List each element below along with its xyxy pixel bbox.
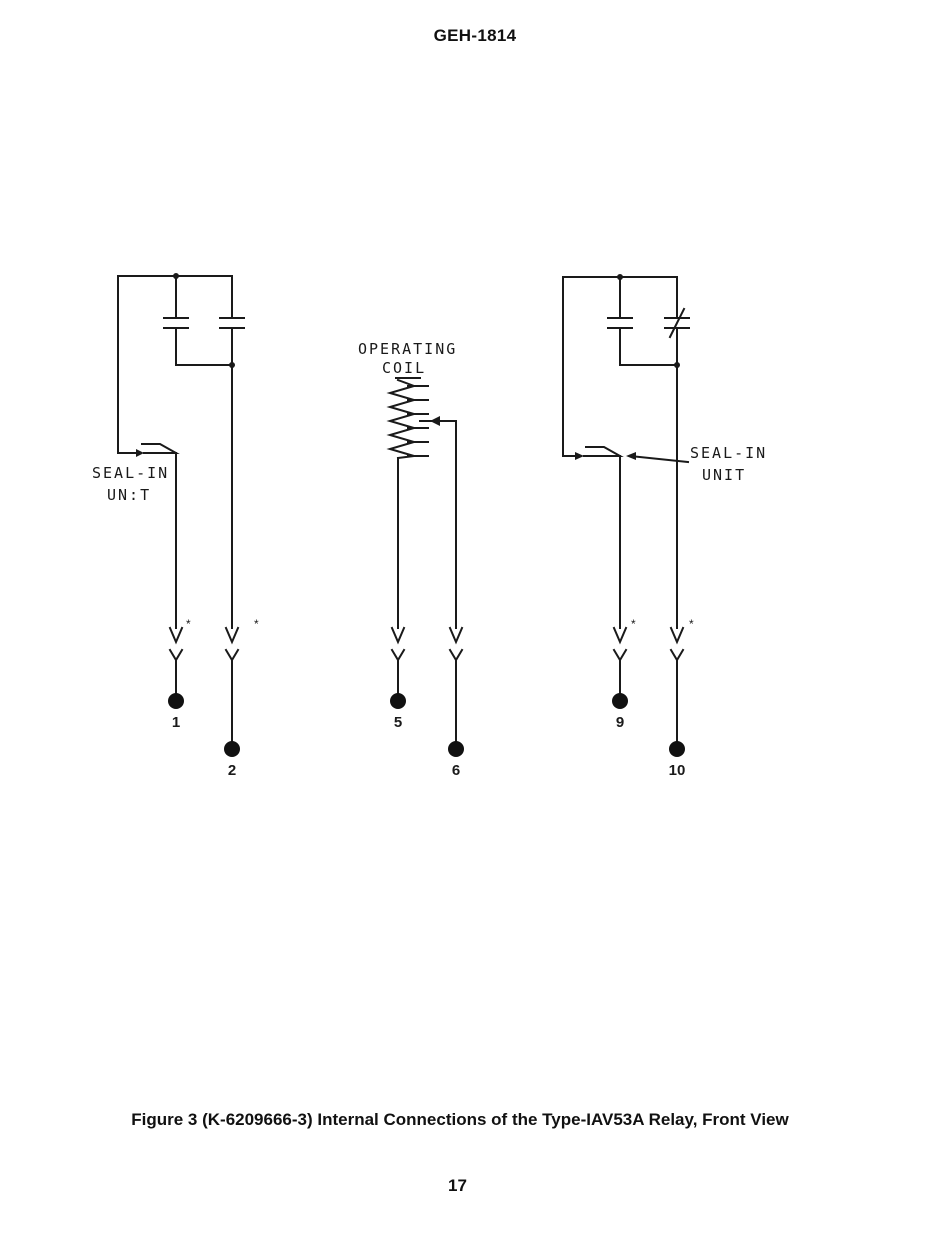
right-seal-in-label-line2: UNIT [702,466,746,484]
terminal-10-label: 10 [669,762,686,779]
right-plug-10 [671,628,683,742]
center-plug-5 [392,628,404,694]
right-seal-in-pointer [630,456,688,462]
center-plug-6 [450,628,462,742]
right-unit: * * 9 10 SEAL-IN UNIT [563,274,767,779]
terminal-2-dot [224,741,240,757]
operating-coil-winding [390,380,414,458]
terminal-9-marker: * [631,617,636,631]
terminal-9-dot [612,693,628,709]
center-unit: OPERATING COIL 5 6 [358,340,464,779]
left-plug-2 [226,628,238,742]
terminal-2-marker: * [254,617,259,631]
left-plug-1 [170,628,182,694]
terminal-9-label: 9 [616,714,624,731]
operating-coil-label-line2: COIL [382,359,426,377]
terminal-1-dot [168,693,184,709]
terminal-6-label: 6 [452,762,460,779]
operating-coil-label-line1: OPERATING [358,340,457,358]
terminal-1-marker: * [186,617,191,631]
terminal-5-dot [390,693,406,709]
left-seal-in-label-line1: SEAL-IN [92,464,169,482]
terminal-2-label: 2 [228,762,236,779]
right-seal-in-label-line1: SEAL-IN [690,444,767,462]
coil-tap-arrow [430,416,440,426]
left-seal-in-arrow [136,449,144,457]
terminal-10-dot [669,741,685,757]
terminal-5-label: 5 [394,714,402,731]
left-outer-loop-wire [118,276,176,453]
terminal-1-label: 1 [172,714,180,731]
right-outer-loop-wire [563,277,620,456]
figure-caption: Figure 3 (K-6209666-3) Internal Connecti… [0,1110,920,1130]
right-seal-in-pointer-head [626,452,636,460]
terminal-10-marker: * [689,617,694,631]
left-seal-in-contact [142,444,176,453]
left-unit: * * 1 2 SEAL-IN UN:T [92,273,259,779]
right-plug-9 [614,628,626,694]
terminal-6-dot [448,741,464,757]
page-number: 17 [0,1176,915,1196]
right-seal-in-contact [584,447,620,456]
left-contact-a-lower-lead [176,328,232,365]
right-contact-a-lower-lead [620,328,677,365]
right-seal-in-arrow [575,452,584,460]
left-seal-in-label-line2: UN:T [107,486,151,504]
coil-tap-lead [420,421,456,628]
